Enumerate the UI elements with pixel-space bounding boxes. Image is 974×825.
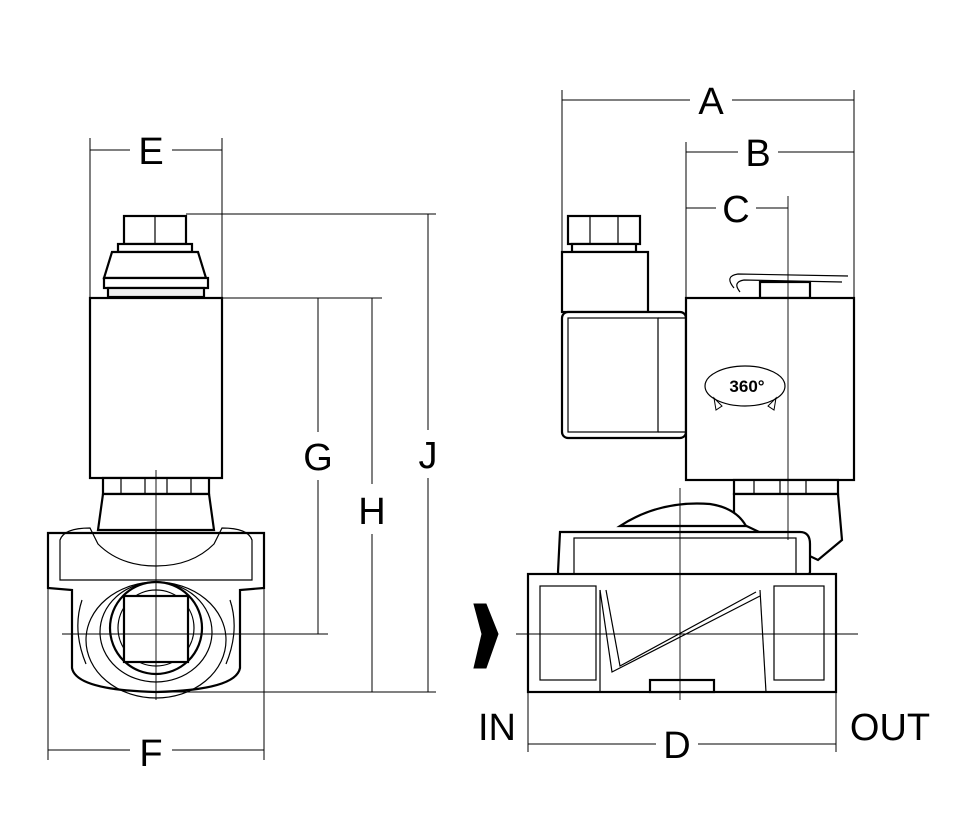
side-connector xyxy=(560,214,688,440)
side-view xyxy=(516,196,858,700)
dimension-label-j: J xyxy=(419,435,438,477)
dimension-label-b: B xyxy=(745,133,770,175)
rotation-badge xyxy=(704,365,786,411)
flow-arrow-icon xyxy=(473,603,499,669)
dimension-label-d: D xyxy=(663,725,690,767)
front-view xyxy=(46,214,266,700)
inlet-label: IN xyxy=(478,707,516,749)
front-coil xyxy=(88,296,224,480)
rotation-label: 360° xyxy=(729,377,764,396)
side-coil xyxy=(684,296,856,482)
side-dimensions xyxy=(527,90,855,752)
dimension-label-c: C xyxy=(722,189,749,231)
front-nut xyxy=(102,214,210,299)
dimension-label-f: F xyxy=(139,733,162,775)
dimension-label-g: G xyxy=(303,437,333,479)
dimension-label-a: A xyxy=(698,81,724,123)
outlet-label: OUT xyxy=(850,707,930,749)
dimension-label-h: H xyxy=(358,491,385,533)
side-valve-body xyxy=(526,530,838,694)
front-dimensions xyxy=(47,138,436,760)
dimension-label-e: E xyxy=(138,131,163,173)
side-clip xyxy=(729,273,849,300)
